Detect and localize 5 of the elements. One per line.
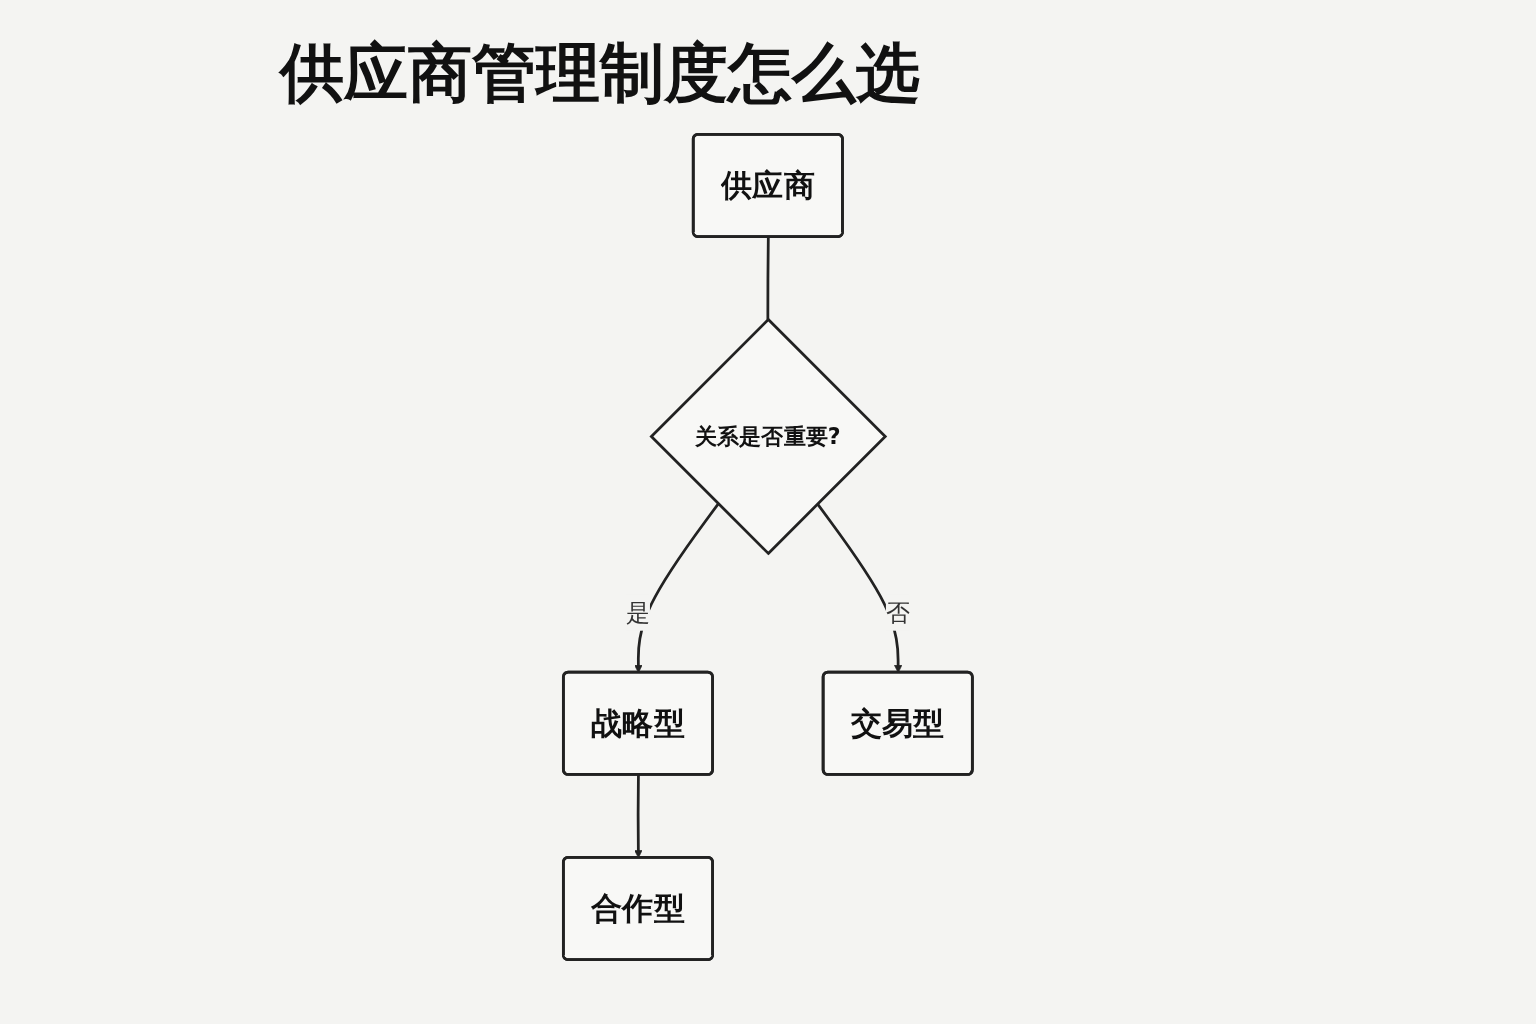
edge-label: 是 — [626, 598, 651, 627]
edge-label: 否 — [885, 598, 910, 627]
node-diamond: 关系是否重要? — [649, 317, 888, 556]
connector — [766, 237, 770, 320]
diagram-title: 供应商管理制度怎么选 — [280, 35, 921, 112]
